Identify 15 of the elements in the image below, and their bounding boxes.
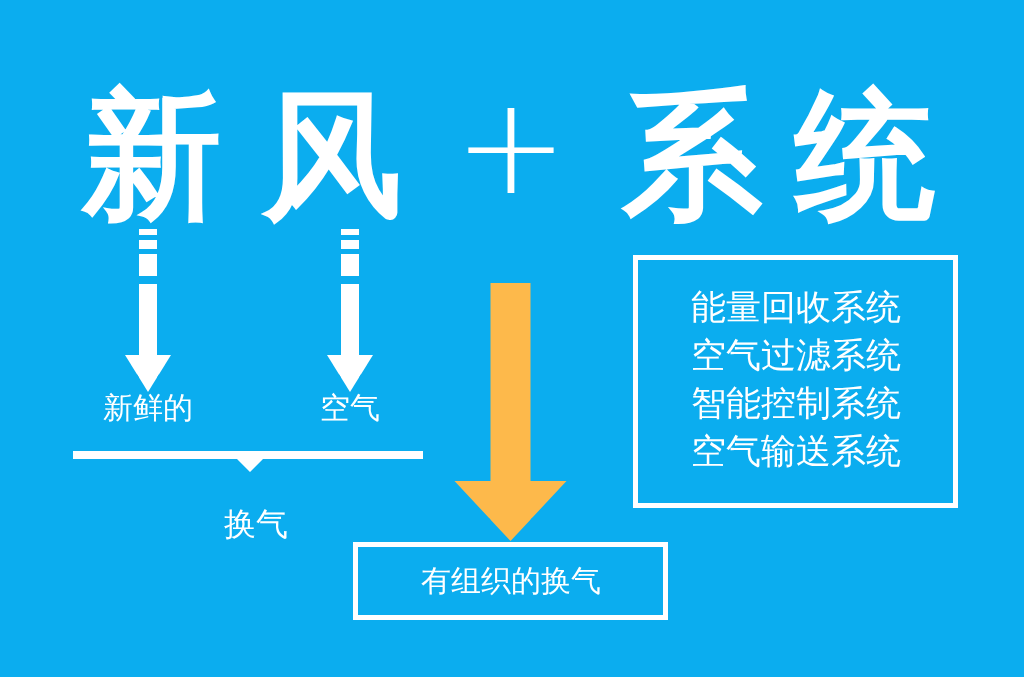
plus-sign: +	[454, 78, 568, 214]
arrow	[454, 283, 567, 541]
arrow	[327, 229, 373, 392]
list-item-text: 智能控制系统	[690, 386, 901, 421]
framed-label: 有组织的换气	[353, 542, 668, 620]
bordered-panel	[633, 255, 958, 508]
text-label: 空气	[320, 393, 380, 423]
arrow	[125, 229, 171, 392]
text-label: 换气	[224, 508, 288, 540]
list-item-text: 空气输送系统	[690, 434, 901, 469]
title-character: 风	[262, 86, 402, 226]
list-item-text: 空气过滤系统	[690, 338, 901, 373]
list-item-text: 能量回收系统	[690, 290, 901, 325]
bracket	[73, 451, 423, 472]
text-label: 新鲜的	[103, 393, 193, 423]
